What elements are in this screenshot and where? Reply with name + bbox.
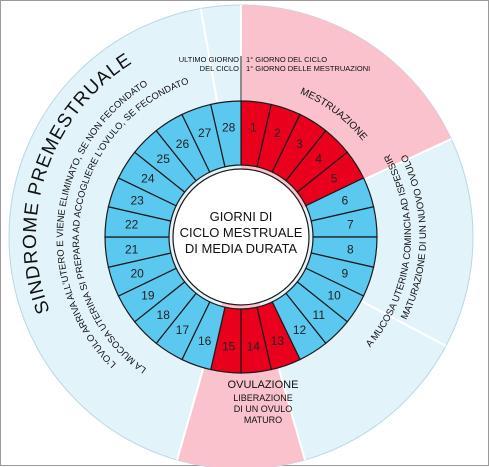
day-number-10: 10 [327,289,341,303]
ovulazione-line-2: LIBERAZIONE [233,393,293,403]
center-label-line-1: GIORNI DI [210,209,273,224]
day-number-15: 15 [222,339,236,353]
day-number-25: 25 [157,152,171,166]
ovulazione-title: OVULAZIONE [228,379,299,391]
first-day-label-2: 1° GIORNO DELLE MESTRUAZIONI [246,64,370,73]
phase-divider-3 [360,299,447,347]
day-number-18: 18 [157,308,171,322]
day-number-14: 14 [247,339,261,353]
day-number-3: 3 [296,137,303,151]
phase-divider-6 [199,8,219,104]
ovulazione-line-4: MATURO [244,415,282,425]
day-number-23: 23 [130,194,144,208]
center-label-line-3: DI MEDIA DURATA [185,241,298,256]
day-number-13: 13 [271,334,285,348]
day-number-24: 24 [141,171,155,185]
phase-divider-2 [363,138,452,181]
last-day-label-2: DEL CICLO [200,64,239,73]
day-number-12: 12 [293,323,307,337]
ovulazione-line-3: DI UN OVULO [234,404,293,414]
day-number-7: 7 [347,218,354,232]
day-number-27: 27 [198,126,212,140]
center-label-line-2: CICLO MESTRUALE [180,225,303,240]
day-number-5: 5 [331,171,338,185]
day-number-22: 22 [125,218,139,232]
day-number-21: 21 [125,242,139,256]
day-number-8: 8 [347,242,354,256]
center-circle [172,168,310,306]
day-number-4: 4 [315,152,322,166]
phase-divider-4 [277,367,306,461]
day-number-2: 2 [274,126,281,140]
day-number-19: 19 [141,289,155,303]
day-segment-28 [210,100,242,168]
day-number-26: 26 [176,137,190,151]
day-number-20: 20 [130,266,144,280]
day-number-16: 16 [198,334,212,348]
day-number-17: 17 [176,323,190,337]
day-number-1: 1 [250,121,257,135]
phase-divider-5 [176,367,205,461]
last-day-label-1: ULTIMO GIORNO [179,55,239,64]
day-number-11: 11 [313,308,326,322]
day-number-28: 28 [222,121,236,135]
first-day-label-1: 1° GIORNO DEL CICLO [246,55,327,64]
day-number-6: 6 [341,194,348,208]
day-number-9: 9 [341,266,348,280]
